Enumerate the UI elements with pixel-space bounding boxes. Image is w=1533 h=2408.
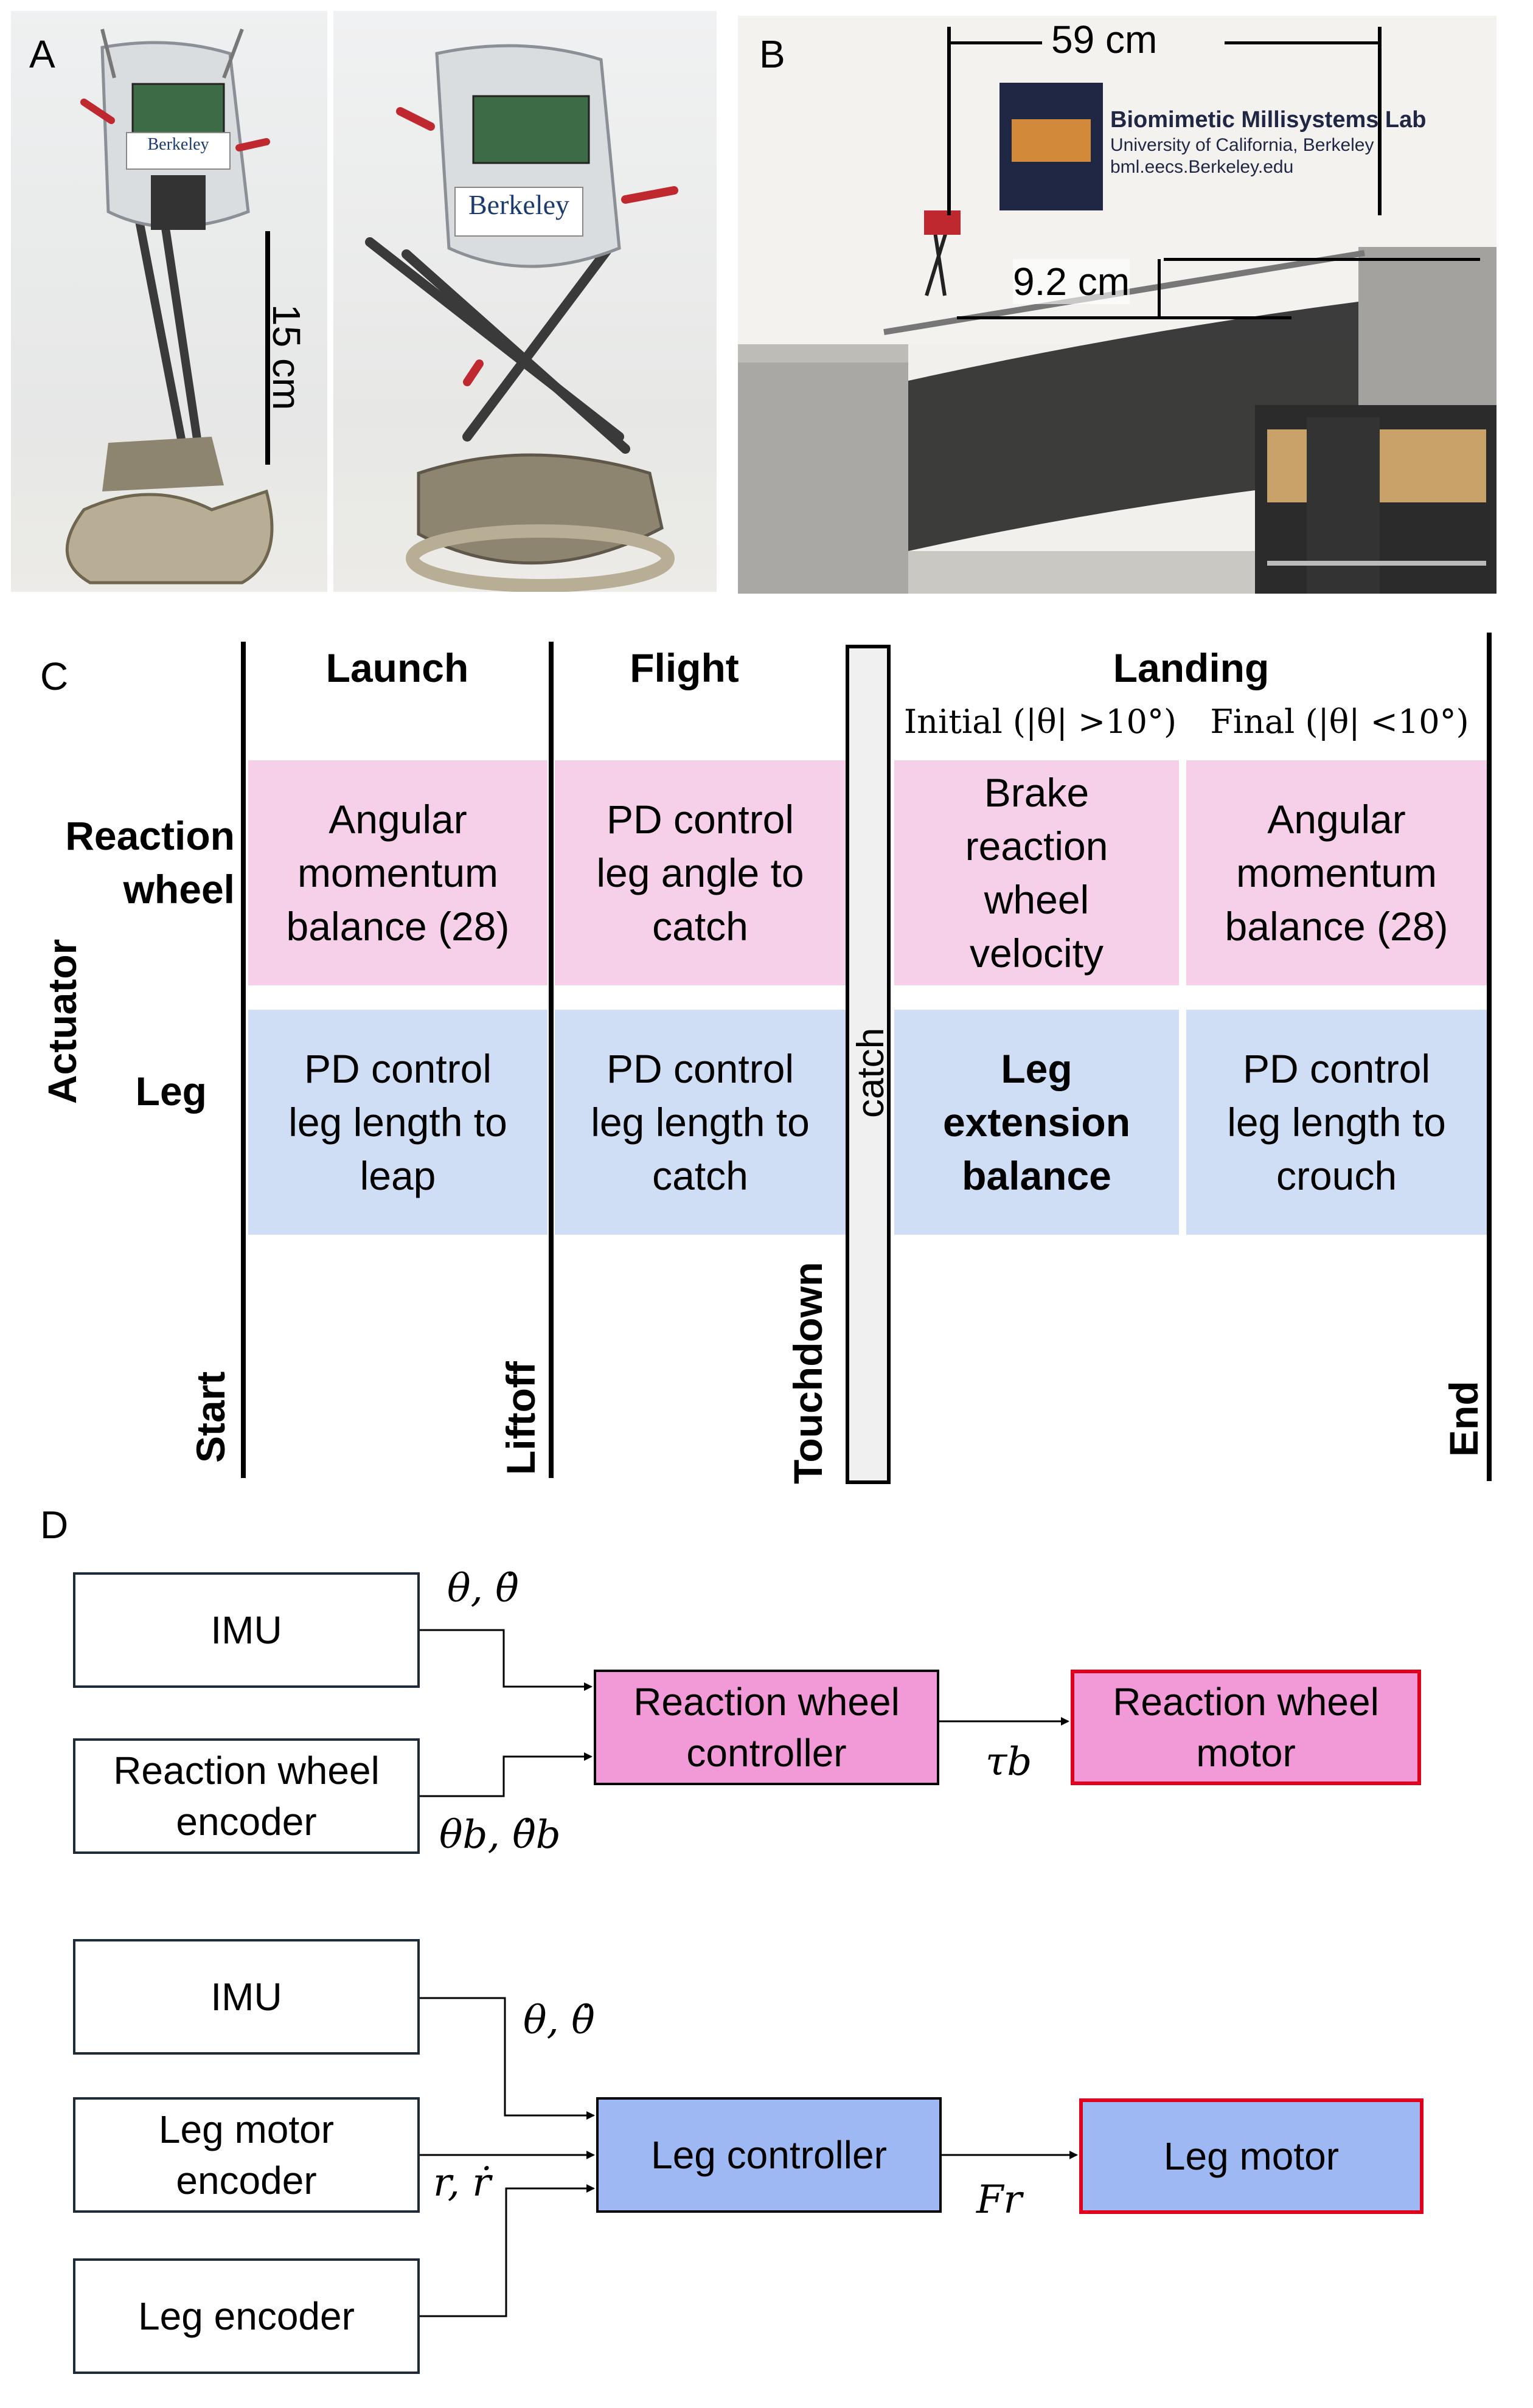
leg-encoder-box: Leg encoder — [73, 2258, 420, 2374]
dim-59-line-left — [951, 41, 1042, 44]
lab-banner-line3: bml.eecs.Berkeley.edu — [1110, 157, 1294, 177]
dim-59-right-tick — [1378, 27, 1382, 215]
berkeley-badge-b: Berkeley — [468, 189, 570, 220]
imu-box-bottom: IMU — [73, 1939, 420, 2055]
lab-banner-title: Biomimetic Millisystems Lab — [1110, 107, 1427, 133]
panel-label-c: C — [40, 654, 69, 698]
berkeley-badge-a: Berkeley — [147, 135, 209, 154]
scale-bar-15cm — [265, 231, 270, 465]
line-end — [1487, 633, 1492, 1481]
photo-robot-front: Berkeley — [333, 11, 717, 592]
leg-controller-box: Leg controller — [596, 2097, 942, 2213]
panel-label-d: D — [40, 1503, 69, 1547]
signal-tau-b: τb — [985, 1740, 1032, 1785]
dim-92-bottom-line — [957, 316, 1291, 319]
cell-leg-flight: PD control leg length to catch — [555, 1010, 846, 1235]
catch-bar — [846, 645, 891, 1484]
photo-robot-side: Berkeley — [11, 11, 327, 592]
robot-drawing-front — [365, 44, 678, 592]
cell-leg-launch: PD control leg length to leap — [248, 1010, 548, 1235]
signal-theta-bottom: θ, θ̇ — [523, 1998, 595, 2043]
panel-label-a: A — [29, 32, 55, 76]
landing-final-label: Final (|θ| <10°) — [1210, 703, 1469, 741]
cell-rw-launch: Angular momentum balance (28) — [248, 760, 548, 985]
phase-landing: Landing — [1113, 645, 1270, 690]
rw-motor-box: Reaction wheel motor — [1071, 1670, 1421, 1785]
line-start — [241, 642, 246, 1478]
dim-92-vertical — [1158, 259, 1161, 317]
cell-rw-final: Angular momentum balance (28) — [1186, 760, 1487, 985]
row-label-reaction-wheel: Reaction wheel — [65, 813, 235, 912]
dim-59-label: 59 cm — [1051, 18, 1158, 61]
lab-banner-line2: University of California, Berkeley — [1110, 135, 1374, 155]
dim-59-line-right — [1225, 41, 1378, 44]
signal-theta-top: θ, θ̇ — [447, 1566, 519, 1611]
dim-59-left-tick — [947, 27, 951, 215]
cell-rw-flight: PD control leg angle to catch — [555, 760, 846, 985]
landing-initial-label: Initial (|θ| >10°) — [903, 703, 1177, 741]
photo-gap-test: Biomimetic Millisystems Lab University o… — [738, 16, 1496, 594]
robot-drawing — [65, 28, 274, 585]
line-liftoff — [549, 642, 554, 1478]
dim-92-label: 9.2 cm — [1013, 259, 1130, 304]
phase-flight: Flight — [630, 645, 739, 690]
leg-motor-box: Leg motor — [1079, 2098, 1423, 2214]
leg-motor-encoder-box: Leg motor encoder — [73, 2097, 420, 2213]
panel-label-b: B — [759, 32, 785, 76]
row-label-leg: Leg — [135, 1069, 207, 1114]
imu-box-top: IMU — [73, 1572, 420, 1688]
dim-92-top-line — [1164, 258, 1480, 261]
signal-r: r, ṙ — [433, 2160, 491, 2205]
rw-encoder-box: Reaction wheel encoder — [73, 1738, 420, 1854]
signal-fr: Fr — [976, 2177, 1022, 2222]
cell-leg-initial: Leg extension balance — [894, 1010, 1179, 1235]
cell-leg-final: PD control leg length to crouch — [1186, 1010, 1487, 1235]
cell-rw-initial: Brake reaction wheel velocity — [894, 760, 1179, 985]
rw-controller-box: Reaction wheel controller — [594, 1670, 939, 1785]
signal-theta-b: θb, θ̇b — [439, 1813, 561, 1858]
phase-launch: Launch — [325, 645, 469, 690]
